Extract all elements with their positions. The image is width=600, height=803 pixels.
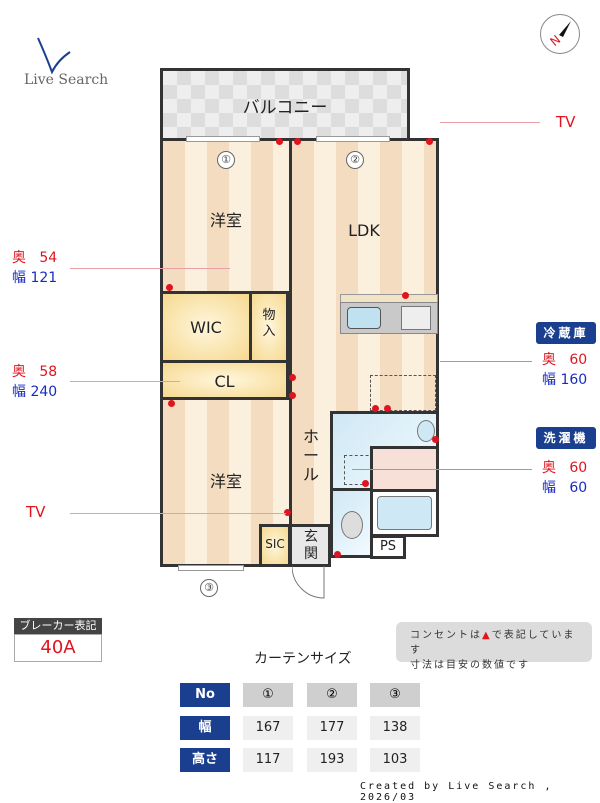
curtain-no-2: ② <box>307 683 357 707</box>
storage-dimensions: 奥 54 幅 121 <box>12 250 58 286</box>
header-width: 幅 <box>180 716 230 740</box>
window-2 <box>316 136 390 142</box>
outlet-icon <box>372 405 379 412</box>
outlet-icon <box>294 138 301 145</box>
outlet-note: コンセントは▲で表記しています 寸法は目安の数値です <box>396 622 592 671</box>
outlet-icon: ▲ <box>482 630 492 641</box>
sic: SIC <box>259 524 291 567</box>
closet-dimensions: 奥 58 幅 240 <box>12 364 58 400</box>
western-room-1: ① 洋室 <box>160 138 292 294</box>
tv-label-top: TV <box>556 113 576 131</box>
outlet-icon <box>166 284 173 291</box>
outlet-icon <box>384 405 391 412</box>
outlet-icon <box>362 480 369 487</box>
curtain-height-2: 193 <box>307 748 357 772</box>
washbasin <box>417 420 435 442</box>
window-3 <box>178 565 244 571</box>
refrigerator-space <box>370 375 436 411</box>
washer-leader-line <box>352 469 532 470</box>
curtain-width-2: 177 <box>307 716 357 740</box>
tv-leader-line <box>440 122 540 123</box>
storage-leader-line <box>70 268 230 269</box>
outlet-icon <box>289 374 296 381</box>
washer-badge: 洗濯機 <box>536 427 596 449</box>
refrigerator-leader-line <box>440 361 532 362</box>
breaker-title: ブレーカー表記 <box>14 618 102 634</box>
tv-label-left: TV <box>26 503 46 521</box>
outlet-icon <box>432 436 439 443</box>
curtain-height-3: 103 <box>370 748 420 772</box>
refrigerator-dimensions: 奥 60 幅 160 <box>542 352 588 388</box>
curtain-no-1: ① <box>243 683 293 707</box>
washer-dimensions: 奥 60 幅 60 <box>542 460 588 496</box>
curtain-no-3: ③ <box>370 683 420 707</box>
outlet-icon <box>284 509 291 516</box>
kitchen-sink <box>340 302 438 334</box>
window-marker-1: ① <box>217 151 235 169</box>
outlet-icon <box>289 392 296 399</box>
header-height: 高さ <box>180 748 230 772</box>
window-1 <box>186 136 260 142</box>
breaker-value: 40A <box>14 634 102 662</box>
toilet <box>330 488 373 558</box>
compass-icon: N <box>540 14 580 54</box>
curtain-width-1: 167 <box>243 716 293 740</box>
window-marker-3: ③ <box>200 579 218 597</box>
entrance: 玄関 <box>289 524 331 567</box>
header-no: No <box>180 683 230 707</box>
refrigerator-badge: 冷蔵庫 <box>536 322 596 344</box>
footer-credit: Created by Live Search , 2026/03 <box>360 781 553 803</box>
balcony: バルコニー <box>160 68 410 140</box>
logo-icon <box>37 37 71 75</box>
tv-leader-line-left <box>70 513 286 514</box>
hall: ホール <box>292 411 330 525</box>
outlet-icon <box>426 138 433 145</box>
ldk: ② LDK <box>289 138 439 414</box>
ps: PS <box>370 535 406 559</box>
curtain-width-3: 138 <box>370 716 420 740</box>
logo-text: Live Search <box>24 72 109 88</box>
outlet-icon <box>168 400 175 407</box>
outlet-icon <box>334 551 341 558</box>
door-swing-icon <box>292 566 325 599</box>
outlet-icon <box>276 138 283 145</box>
closet: CL <box>160 360 289 400</box>
curtain-height-1: 117 <box>243 748 293 772</box>
storage: 物入 <box>249 291 289 363</box>
window-marker-2: ② <box>346 151 364 169</box>
curtain-size-title: カーテンサイズ <box>254 651 352 667</box>
closet-leader-line <box>70 381 180 382</box>
wic: WIC <box>160 291 252 363</box>
bathroom <box>370 489 439 537</box>
outlet-icon <box>402 292 409 299</box>
